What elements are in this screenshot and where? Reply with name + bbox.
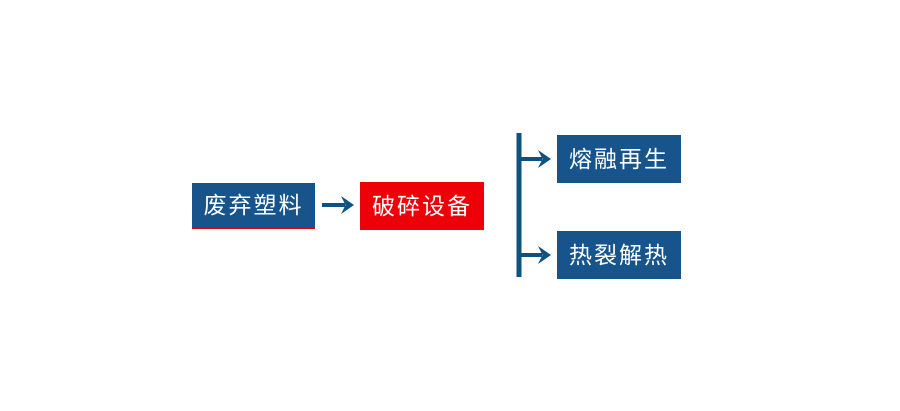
flow-node-output-2-label: 热裂解热 (569, 241, 669, 268)
connector-process-to-outputs (508, 128, 562, 282)
flow-node-input-label: 废弃塑料 (203, 191, 304, 218)
arrow-right-icon (322, 196, 354, 214)
flow-node-process[interactable]: 破碎设备 (360, 182, 484, 230)
flow-node-output-1-label: 熔融再生 (569, 145, 669, 172)
branch-split-icon (516, 133, 551, 277)
flow-node-output-1[interactable]: 熔融再生 (557, 135, 681, 183)
flow-node-input[interactable]: 废弃塑料 (192, 183, 315, 229)
connector-input-to-process (320, 190, 360, 220)
flow-node-process-label: 破碎设备 (372, 192, 472, 219)
flow-node-output-2[interactable]: 热裂解热 (557, 231, 681, 279)
